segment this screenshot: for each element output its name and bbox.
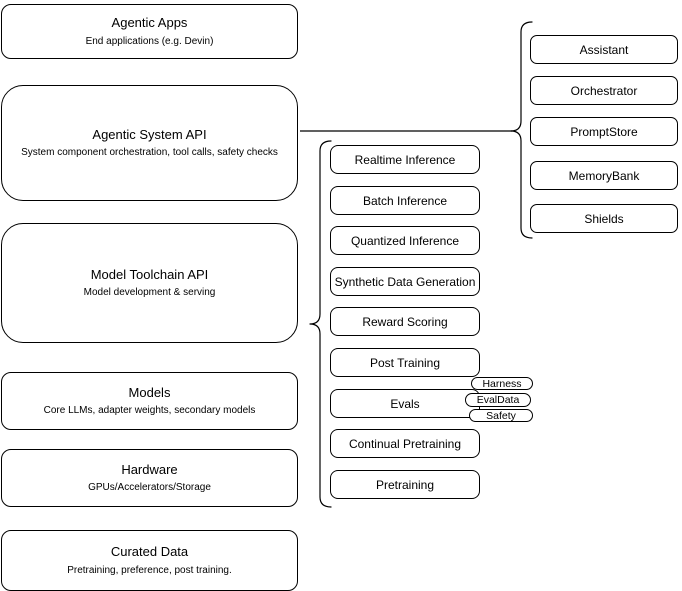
box-title: Hardware [121, 461, 178, 477]
component-promptstore: PromptStore [530, 117, 678, 146]
box-subtitle: Pretraining, preference, post training. [67, 564, 232, 576]
component-memorybank: MemoryBank [530, 161, 678, 190]
box-title: Curated Data [110, 544, 189, 560]
component-shields: Shields [530, 204, 678, 233]
toolchain-item-pretraining: Pretraining [330, 470, 480, 499]
box-hardware: Hardware GPUs/Accelerators/Storage [1, 449, 298, 507]
box-model-toolchain-api: Model Toolchain API Model development & … [1, 223, 298, 343]
evals-tag-evaldata: EvalData [465, 393, 531, 407]
toolchain-item-batch-inference: Batch Inference [330, 186, 480, 215]
toolchain-item-evals: Evals [330, 389, 480, 418]
box-subtitle: Model development & serving [83, 287, 216, 299]
toolchain-item-reward-scoring: Reward Scoring [330, 307, 480, 336]
box-title: Models [128, 384, 171, 400]
box-subtitle: GPUs/Accelerators/Storage [88, 482, 211, 494]
toolchain-item-quantized-inference: Quantized Inference [330, 226, 480, 255]
toolchain-item-realtime-inference: Realtime Inference [330, 145, 480, 174]
toolchain-brace [309, 140, 332, 508]
box-curated-data: Curated Data Pretraining, preference, po… [1, 530, 298, 591]
box-title: Model Toolchain API [90, 266, 209, 282]
toolchain-item-synthetic-data-generation: Synthetic Data Generation [330, 267, 480, 296]
box-agentic-apps: Agentic Apps End applications (e.g. Devi… [1, 4, 298, 59]
box-subtitle: End applications (e.g. Devin) [85, 35, 214, 47]
box-title: Agentic Apps [111, 15, 188, 31]
components-brace [510, 21, 533, 239]
box-title: Agentic System API [92, 126, 207, 142]
evals-tag-harness: Harness [471, 377, 533, 390]
component-assistant: Assistant [530, 35, 678, 64]
evals-tag-safety: Safety [469, 409, 533, 422]
toolchain-item-continual-pretraining: Continual Pretraining [330, 429, 480, 458]
box-agentic-system-api: Agentic System API System component orch… [1, 85, 298, 201]
toolchain-item-post-training: Post Training [330, 348, 480, 377]
box-models: Models Core LLMs, adapter weights, secon… [1, 372, 298, 430]
component-orchestrator: Orchestrator [530, 76, 678, 105]
box-subtitle: System component orchestration, tool cal… [21, 147, 278, 159]
box-subtitle: Core LLMs, adapter weights, secondary mo… [43, 405, 256, 417]
